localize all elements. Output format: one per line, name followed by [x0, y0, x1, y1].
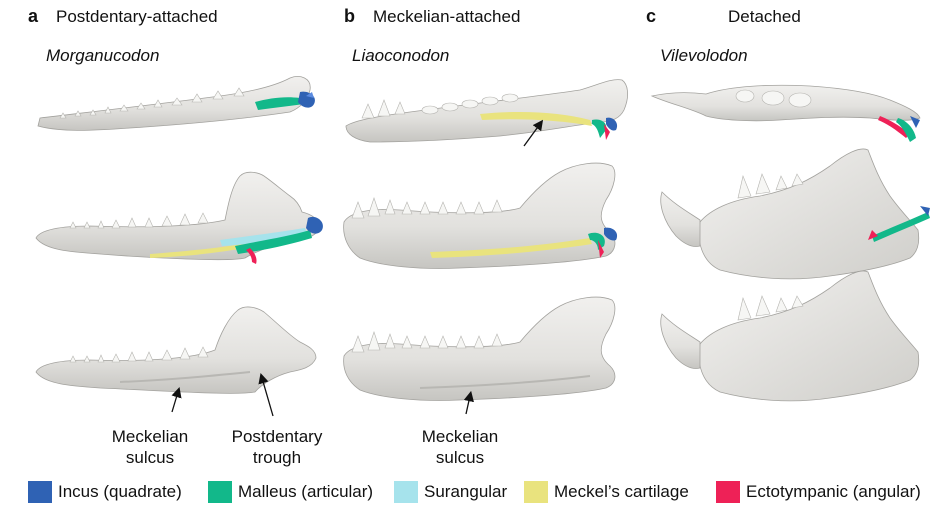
label-a-meckelian-line2: sulcus — [125, 448, 175, 467]
legend-label-surangular: Surangular — [424, 482, 508, 501]
legend: Incus (quadrate) Malleus (articular) Sur… — [28, 480, 950, 504]
legend-item-malleus: Malleus (articular) — [208, 480, 373, 504]
legend-label-incus: Incus (quadrate) — [58, 482, 182, 501]
panel-a-title: Postdentary-attached — [56, 7, 218, 26]
panel-b-title: Meckelian-attached — [373, 7, 521, 26]
vilevolodon-jaw-bottom — [660, 270, 920, 402]
liaoconodon-jaw-top — [345, 79, 628, 147]
label-b-meckelian-line1: Meckelian — [421, 427, 499, 446]
morganucodon-jaw-top — [37, 76, 315, 131]
liaoconodon-jaw-middle — [343, 162, 618, 269]
morganucodon-jaw-middle — [35, 171, 323, 264]
label-a-trough-line2: trough — [252, 448, 302, 467]
panel-c-header: c Detached — [646, 6, 801, 27]
label-b-meckelian-sulcus: Meckelian sulcus — [410, 426, 510, 468]
label-a-postdentary-trough: Postdentary trough — [222, 426, 332, 468]
panel-a-letter: a — [28, 6, 39, 26]
panel-b-genus: Liaoconodon — [352, 46, 450, 65]
legend-swatch-ectotympanic — [716, 481, 740, 503]
legend-item-ectotympanic: Ectotympanic (angular) — [716, 480, 921, 504]
legend-item-incus: Incus (quadrate) — [28, 480, 182, 504]
arrow-b-meckelian — [463, 390, 474, 415]
arrow-a-meckelian — [171, 387, 182, 413]
jaw-illustrations — [35, 76, 930, 417]
arrow-a-trough — [258, 373, 274, 417]
legend-label-malleus: Malleus (articular) — [238, 482, 374, 501]
legend-label-ectotympanic: Ectotympanic (angular) — [746, 482, 921, 501]
legend-swatch-meckels-cartilage — [524, 481, 548, 503]
legend-swatch-malleus — [208, 481, 232, 503]
arrow-b-top — [523, 119, 544, 147]
panel-c-genus: Vilevolodon — [660, 46, 748, 65]
liaoconodon-jaw-bottom — [343, 296, 616, 415]
legend-item-surangular: Surangular — [394, 480, 507, 504]
legend-swatch-surangular — [394, 481, 418, 503]
legend-item-meckels-cartilage: Meckel’s cartilage — [524, 480, 689, 504]
legend-swatch-incus — [28, 481, 52, 503]
label-b-meckelian-line2: sulcus — [435, 448, 485, 467]
panel-a-header: a Postdentary-attached — [28, 6, 218, 27]
morganucodon-jaw-bottom — [35, 306, 317, 417]
vilevolodon-jaw-middle — [660, 148, 930, 280]
label-a-trough-line1: Postdentary — [231, 427, 323, 446]
legend-label-meckels-cartilage: Meckel’s cartilage — [554, 482, 689, 501]
vilevolodon-jaw-top — [650, 84, 921, 142]
panel-b-letter: b — [344, 6, 355, 26]
panel-a-genus: Morganucodon — [46, 46, 160, 65]
panel-c-letter: c — [646, 6, 657, 26]
label-a-meckelian-sulcus: Meckelian sulcus — [100, 426, 200, 468]
label-a-meckelian-line1: Meckelian — [111, 427, 189, 446]
panel-c-title: Detached — [728, 7, 801, 26]
panel-b-header: b Meckelian-attached — [344, 6, 520, 27]
